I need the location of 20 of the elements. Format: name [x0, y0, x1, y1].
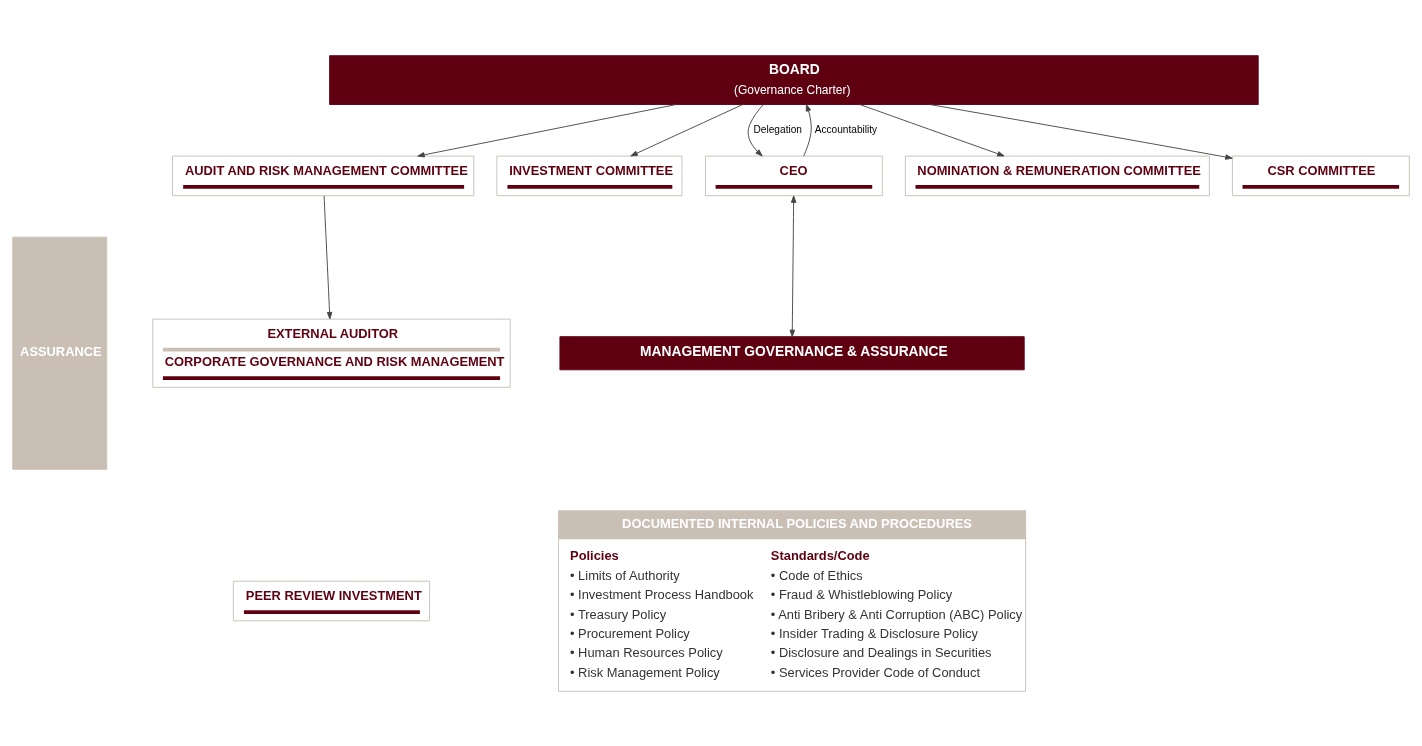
- arrow: [323, 195, 333, 319]
- node-box: AUDIT AND RISK MANAGEMENT COMMITTEE: [172, 155, 475, 196]
- arrow: [630, 103, 744, 156]
- arrow: [859, 103, 1005, 156]
- edge-label: Delegation: [753, 123, 802, 135]
- node-box: EXTERNAL AUDITOR CORPORATE GOVERNANCE AND RISK MANAGEMENT: [152, 318, 511, 388]
- arrow: [789, 195, 797, 337]
- arrow: [929, 103, 1233, 160]
- node-box: NOMINATION & REMUNERATION COMMITTEE: [904, 155, 1210, 196]
- node-box: ASSURANCE: [12, 236, 108, 470]
- node-box: CSR COMMITTEE: [1231, 155, 1410, 196]
- arrow: [803, 103, 812, 156]
- edge-label: Accountability: [814, 123, 878, 135]
- node-box: PEER REVIEW INVESTMENT: [232, 580, 431, 621]
- node-box: CEO: [705, 155, 883, 196]
- node-box: MANAGEMENT GOVERNANCE & ASSURANCE: [559, 335, 1025, 370]
- arrow: [747, 103, 764, 156]
- node-box: BOARD (Governance Charter): [329, 54, 1259, 105]
- node-box: INVESTMENT COMMITTEE: [496, 155, 683, 196]
- arrow: [417, 103, 677, 157]
